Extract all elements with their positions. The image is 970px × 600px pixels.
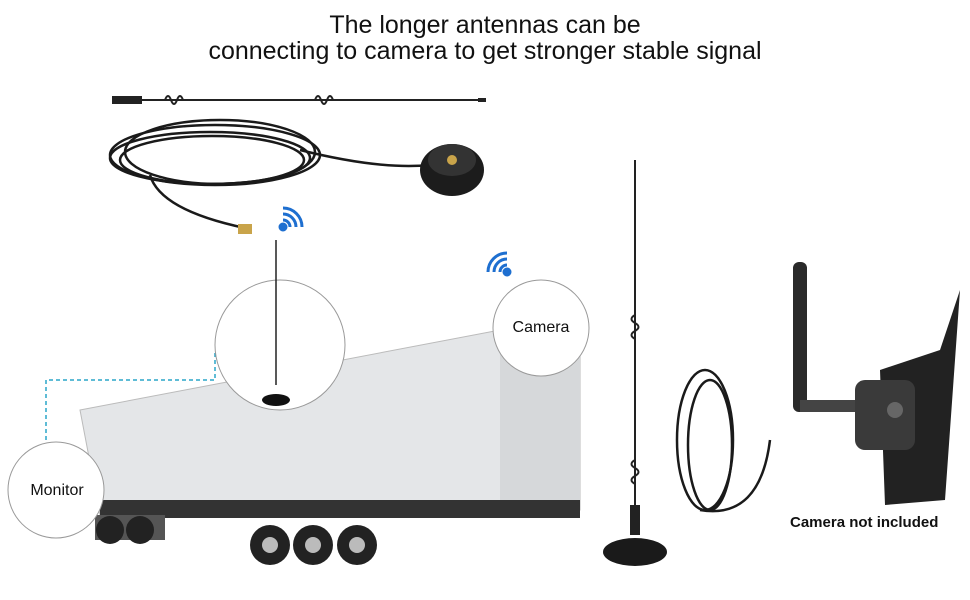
signal-icon — [278, 206, 304, 232]
antenna-cable — [675, 368, 772, 513]
headline-line-2: connecting to camera to get stronger sta… — [208, 37, 762, 65]
camera-circle — [492, 279, 590, 377]
monitor-circle — [7, 441, 105, 539]
sma-connector — [238, 224, 252, 234]
connection-line — [45, 350, 216, 440]
coiled-cable — [108, 118, 431, 230]
camera-not-included-note: Camera not included — [790, 514, 939, 531]
antenna-detail-circle — [214, 240, 346, 411]
tall-magnetic-antenna — [603, 160, 667, 566]
long-whip-antenna — [112, 95, 486, 105]
signal-icon — [486, 251, 512, 277]
magnetic-base — [420, 144, 484, 196]
headline-line-1: The longer antennas can be — [329, 11, 641, 39]
monitor-label: Monitor — [30, 482, 84, 499]
truck-trailer — [79, 329, 581, 565]
camera-label: Camera — [512, 319, 570, 336]
backup-camera — [793, 262, 960, 505]
